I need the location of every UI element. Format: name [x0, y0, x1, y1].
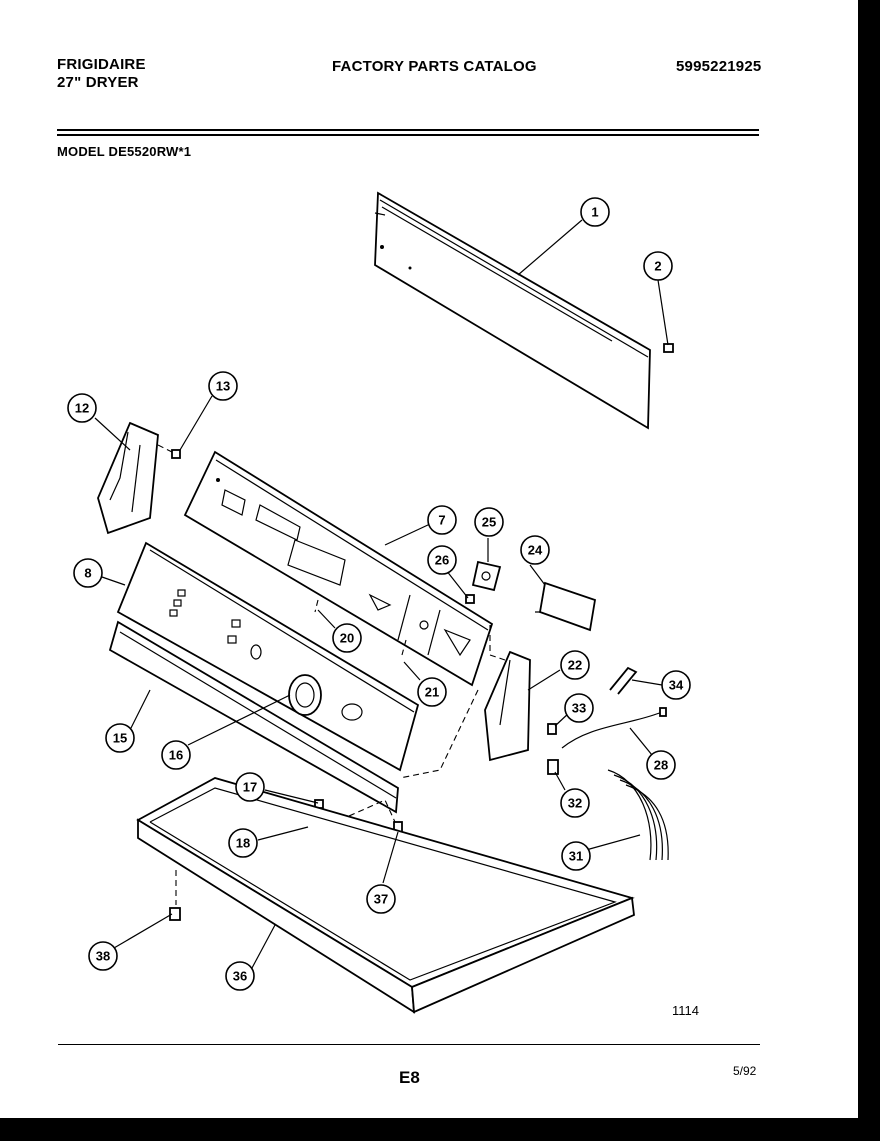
callout-1: 1: [580, 197, 610, 227]
wire-part-28: [561, 707, 667, 749]
scan-border-bottom: [0, 1118, 880, 1141]
catalog-part-number: 5995221925: [676, 58, 762, 75]
callout-label-33: 33: [572, 701, 586, 716]
callout-label-32: 32: [568, 796, 582, 811]
callout-label-36: 36: [233, 969, 247, 984]
harness-part-31: [607, 769, 669, 861]
header-rule-top: [57, 129, 759, 131]
alignment-lines: [314, 599, 506, 779]
callout-38: 38: [88, 941, 118, 971]
callout-22: 22: [560, 650, 590, 680]
callout-label-21: 21: [425, 685, 439, 700]
callout-label-38: 38: [96, 949, 110, 964]
trim-strip-part: [108, 620, 399, 814]
screw-part: [663, 343, 674, 353]
page-code: E8: [399, 1068, 420, 1087]
callout-18: 18: [228, 828, 258, 858]
callout-24: 24: [520, 535, 550, 565]
callout-label-22: 22: [568, 658, 582, 673]
header-rule-bottom: [57, 134, 759, 136]
top-panel-part: [136, 777, 635, 1014]
callout-label-26: 26: [435, 553, 449, 568]
callout-label-20: 20: [340, 631, 354, 646]
callout-label-24: 24: [528, 543, 543, 558]
callout-28: 28: [646, 750, 676, 780]
front-control-panel-part: [116, 541, 420, 772]
callout-8: 8: [73, 558, 103, 588]
callout-36: 36: [225, 961, 255, 991]
callout-31: 31: [561, 841, 591, 871]
callout-label-1: 1: [591, 205, 598, 220]
brand-name: FRIGIDAIRE: [57, 56, 146, 73]
callout-label-28: 28: [654, 758, 668, 773]
callout-26: 26: [427, 545, 457, 575]
callout-label-13: 13: [216, 379, 230, 394]
clip-part-13: [157, 444, 181, 459]
catalog-date: 5/92: [733, 1064, 757, 1078]
clip-part-38: [169, 870, 181, 921]
callout-20: 20: [332, 623, 362, 653]
callout-34: 34: [661, 670, 691, 700]
callout-label-37: 37: [374, 892, 388, 907]
callout-33: 33: [564, 693, 594, 723]
callout-25: 25: [474, 507, 504, 537]
catalog-title: FACTORY PARTS CATALOG: [332, 58, 537, 75]
screw-part-26: [465, 594, 475, 604]
callout-32: 32: [560, 788, 590, 818]
callout-label-34: 34: [669, 678, 684, 693]
callout-label-31: 31: [569, 849, 583, 864]
rear-panel-part: [374, 191, 651, 430]
timer-part-24: [535, 581, 597, 632]
callout-16: 16: [161, 740, 191, 770]
scan-border-right: [858, 0, 880, 1141]
callout-label-7: 7: [438, 513, 445, 528]
product-name: 27" DRYER: [57, 74, 139, 91]
callout-13: 13: [208, 371, 238, 401]
part-33: [547, 723, 557, 735]
callout-label-25: 25: [482, 515, 496, 530]
leader-lines: [94, 219, 669, 969]
control-panel-part: [183, 450, 494, 687]
callout-12: 12: [67, 393, 97, 423]
callout-label-16: 16: [169, 748, 183, 763]
callout-label-12: 12: [75, 401, 89, 416]
callout-label-17: 17: [243, 780, 257, 795]
diagram-number: 1114: [672, 1003, 699, 1018]
callout-37: 37: [366, 884, 396, 914]
callout-21: 21: [417, 677, 447, 707]
callout-17: 17: [235, 772, 265, 802]
callout-label-15: 15: [113, 731, 127, 746]
part-32: [547, 759, 559, 775]
callout-label-8: 8: [84, 566, 91, 581]
model-line: MODEL DE5520RW*1: [57, 144, 192, 159]
callout-2: 2: [643, 251, 673, 281]
callout-15: 15: [105, 723, 135, 753]
callout-7: 7: [427, 505, 457, 535]
callout-label-18: 18: [236, 836, 250, 851]
right-end-cap-part: [484, 650, 531, 762]
left-end-cap-part: [97, 421, 159, 535]
callout-label-2: 2: [654, 259, 661, 274]
switch-part-25: [471, 560, 502, 592]
footer-rule: [58, 1044, 760, 1045]
bracket-part-34: [609, 666, 638, 695]
